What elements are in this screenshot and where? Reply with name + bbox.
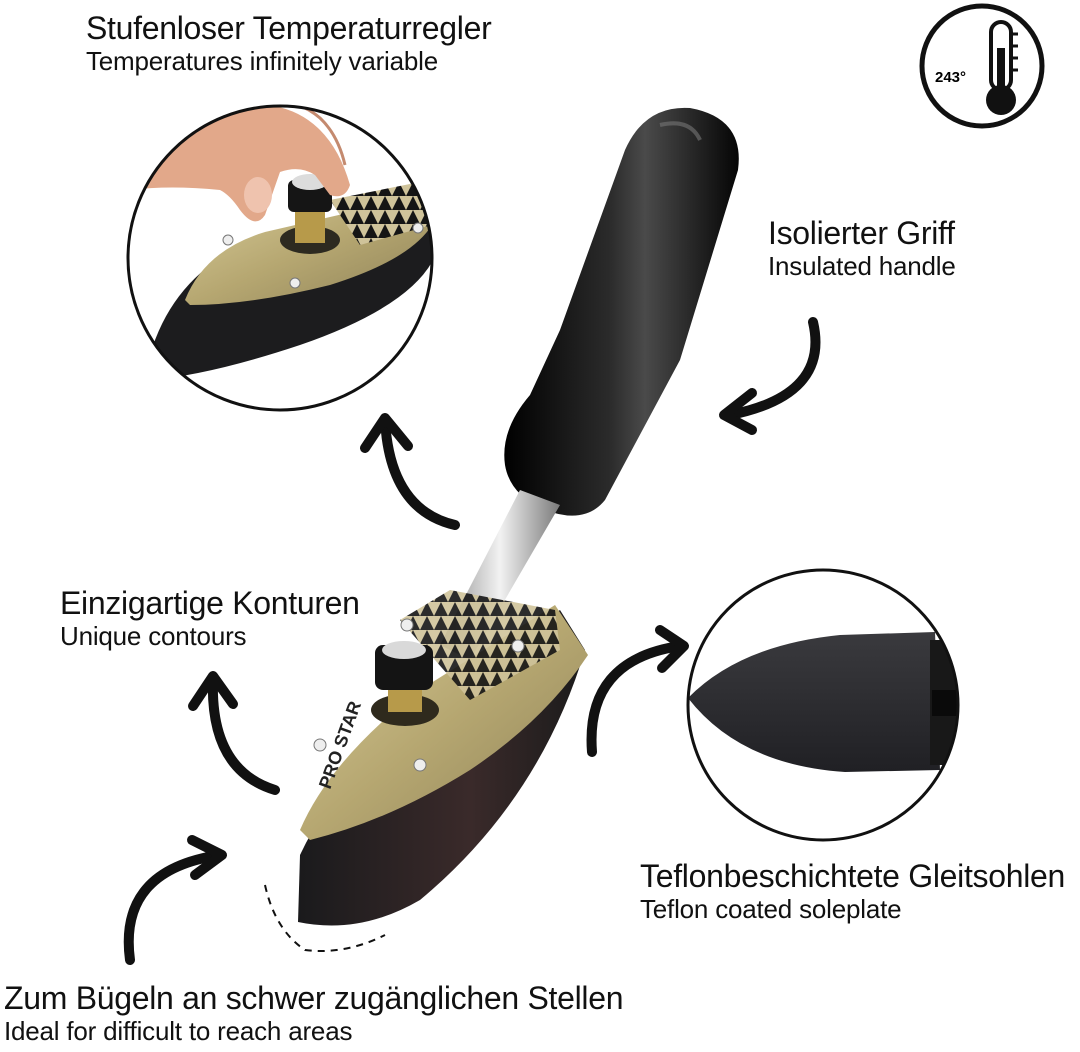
label-reach-en: Ideal for difficult to reach areas (4, 1015, 353, 1046)
arrow-to-temperature-closeup (360, 413, 460, 530)
insulated-handle (504, 107, 739, 516)
arrow-to-handle (719, 317, 821, 435)
contour-dashes (264, 884, 386, 952)
arrow-to-iron-tip (123, 835, 227, 965)
label-handle-en: Insulated handle (768, 250, 956, 281)
label-soleplate-en: Teflon coated soleplate (640, 893, 902, 924)
label-reach: Zum Bügeln an schwer zugänglichen Stelle… (4, 980, 623, 1047)
arrow-to-soleplate-closeup (586, 625, 689, 757)
label-handle: Isolierter Griff Insulated handle (768, 215, 956, 282)
thermometer-icon (986, 20, 1018, 115)
temperature-knob-closeup (126, 104, 434, 412)
label-temperature-control-de: Stufenloser Temperaturregler (86, 10, 492, 46)
label-temperature-control-en: Temperatures infinitely variable (86, 45, 438, 76)
label-handle-de: Isolierter Griff (768, 215, 955, 251)
label-temperature-control: Stufenloser Temperaturregler Temperature… (86, 10, 492, 77)
label-soleplate-de: Teflonbeschichtete Gleitsohlen (640, 858, 1066, 894)
label-contours: Einzigartige Konturen Unique contours (60, 585, 360, 652)
label-reach-de: Zum Bügeln an schwer zugänglichen Stelle… (4, 980, 624, 1016)
label-contours-de: Einzigartige Konturen (60, 585, 360, 621)
arrow-from-contours (188, 671, 280, 795)
label-soleplate: Teflonbeschichtete Gleitsohlen Teflon co… (640, 858, 1065, 925)
temperature-badge: 243° (919, 3, 1045, 129)
mini-iron: PRO STAR (298, 107, 739, 926)
temperature-value: 243° (935, 69, 966, 86)
label-contours-en: Unique contours (60, 620, 247, 651)
soleplate-closeup (686, 568, 960, 842)
